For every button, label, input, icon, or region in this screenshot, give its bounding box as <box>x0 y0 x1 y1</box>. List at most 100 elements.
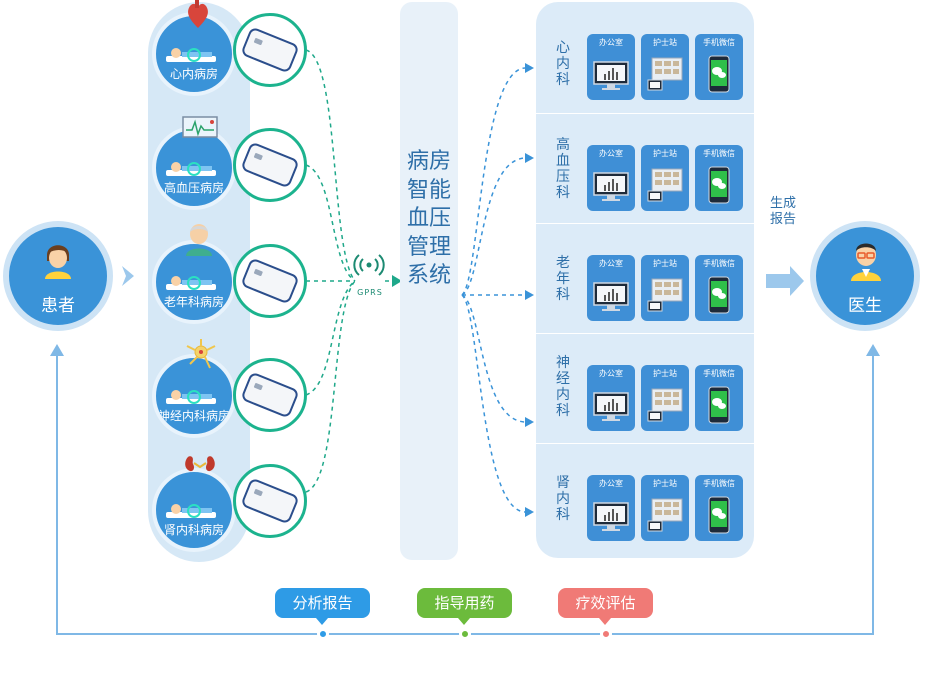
dept-divider <box>536 223 754 224</box>
doctor-node: 医生 <box>810 221 920 331</box>
terminal-label: 护士站 <box>653 479 677 488</box>
computer-monitor-icon <box>593 61 629 90</box>
doctor-avatar-icon <box>851 243 881 281</box>
patient-bed-icon <box>166 390 216 404</box>
wechat-phone-icon <box>708 386 730 424</box>
ward-label: 高血压病房 <box>163 181 224 195</box>
terminal-nurse-station: 护士站 <box>641 475 689 541</box>
dept-row: 老年科 <box>536 223 754 331</box>
bp-device-node <box>233 128 307 202</box>
nurse-station-icon <box>647 388 683 422</box>
gprs-arrow <box>392 275 402 287</box>
nurse-station-icon <box>647 168 683 202</box>
wireless-signal-icon <box>353 254 385 276</box>
patient-bed-icon <box>166 48 216 62</box>
terminal-wechat: 手机微信 <box>695 475 743 541</box>
terminal-wechat: 手机微信 <box>695 34 743 100</box>
terminal-label: 护士站 <box>653 259 677 268</box>
feedback-arrow-doctor <box>866 344 880 356</box>
computer-monitor-icon <box>593 172 629 201</box>
kidney-icon <box>185 456 215 472</box>
nurse-station-icon <box>647 57 683 91</box>
computer-monitor-icon <box>593 502 629 531</box>
dept-name: 老年科 <box>556 255 570 303</box>
dept-row: 心内科 <box>536 2 754 110</box>
terminal-label: 办公室 <box>599 38 623 47</box>
ward-label: 心内病房 <box>169 67 218 81</box>
pill-medication-guidance[interactable]: 指导用药 <box>417 588 512 618</box>
dept-divider <box>536 443 754 444</box>
loop-dot <box>459 628 471 640</box>
elderly-icon <box>186 224 212 256</box>
terminal-nurse-station: 护士站 <box>641 145 689 211</box>
dept-divider <box>536 333 754 334</box>
monitor-icon <box>182 116 218 138</box>
ward-label: 肾内科病房 <box>163 523 224 537</box>
wechat-phone-icon <box>708 496 730 534</box>
report-arrow <box>766 266 804 296</box>
dept-name: 心内科 <box>556 40 570 88</box>
terminal-wechat: 手机微信 <box>695 365 743 431</box>
dept-downlinks <box>461 67 526 513</box>
pill-tail <box>458 618 470 625</box>
patient-avatar-icon <box>45 245 71 279</box>
terminal-label: 办公室 <box>599 149 623 158</box>
ward-hypertension: 高血压病房 <box>152 126 236 210</box>
terminal-label: 手机微信 <box>703 38 735 47</box>
patient-node: 患者 <box>3 221 113 331</box>
system-title: 病房智能血压管理系统 <box>406 149 451 288</box>
wechat-phone-icon <box>708 166 730 204</box>
terminal-label: 手机微信 <box>703 479 735 488</box>
terminal-nurse-station: 护士站 <box>641 365 689 431</box>
dept-row: 肾内科 <box>536 443 754 551</box>
terminal-label: 办公室 <box>599 479 623 488</box>
pill-tail <box>599 618 611 625</box>
dept-divider <box>536 113 754 114</box>
bp-monitor-device-icon <box>240 257 300 305</box>
bp-monitor-device-icon <box>240 477 300 525</box>
dept-name: 高血压科 <box>556 137 570 201</box>
nurse-station-icon <box>647 278 683 312</box>
terminal-label: 手机微信 <box>703 369 735 378</box>
patient-bed-icon <box>166 276 216 290</box>
terminal-nurse-station: 护士站 <box>641 34 689 100</box>
loop-dot <box>600 628 612 640</box>
terminal-label: 办公室 <box>599 259 623 268</box>
nurse-station-icon <box>647 498 683 532</box>
terminal-label: 护士站 <box>653 149 677 158</box>
bp-monitor-device-icon <box>240 141 300 189</box>
terminal-office: 办公室 <box>587 255 635 321</box>
pill-analysis-report[interactable]: 分析报告 <box>275 588 370 618</box>
pill-tail <box>316 618 328 625</box>
wechat-phone-icon <box>708 55 730 93</box>
neuron-icon <box>186 339 216 369</box>
terminal-wechat: 手机微信 <box>695 255 743 321</box>
ward-neurology: 神经内科病房 <box>152 354 236 438</box>
dept-arrowheads <box>525 63 534 517</box>
gprs-label: GPRS <box>357 288 383 297</box>
terminal-office: 办公室 <box>587 365 635 431</box>
bp-device-node <box>233 464 307 538</box>
system-column: 病房智能血压管理系统 <box>400 2 458 560</box>
ward-label: 神经内科病房 <box>157 409 230 423</box>
bp-monitor-device-icon <box>240 26 300 74</box>
bp-device-node <box>233 244 307 318</box>
terminal-office: 办公室 <box>587 475 635 541</box>
bp-device-node <box>233 13 307 87</box>
generate-report-label: 生成报告 <box>770 196 797 227</box>
terminal-label: 护士站 <box>653 369 677 378</box>
pill-efficacy-evaluation[interactable]: 疗效评估 <box>558 588 653 618</box>
dept-name: 神经内科 <box>556 355 570 419</box>
terminal-label: 护士站 <box>653 38 677 47</box>
patient-bed-icon <box>166 504 216 518</box>
dept-row: 神经内科 <box>536 333 754 441</box>
heart-icon <box>188 0 208 28</box>
terminal-wechat: 手机微信 <box>695 145 743 211</box>
terminal-label: 手机微信 <box>703 259 735 268</box>
computer-monitor-icon <box>593 392 629 421</box>
feedback-arrow-patient <box>50 344 64 356</box>
terminal-label: 办公室 <box>599 369 623 378</box>
patient-bed-icon <box>166 162 216 176</box>
ward-nephrology: 肾内科病房 <box>152 468 236 552</box>
ward-uplinks <box>305 49 392 493</box>
